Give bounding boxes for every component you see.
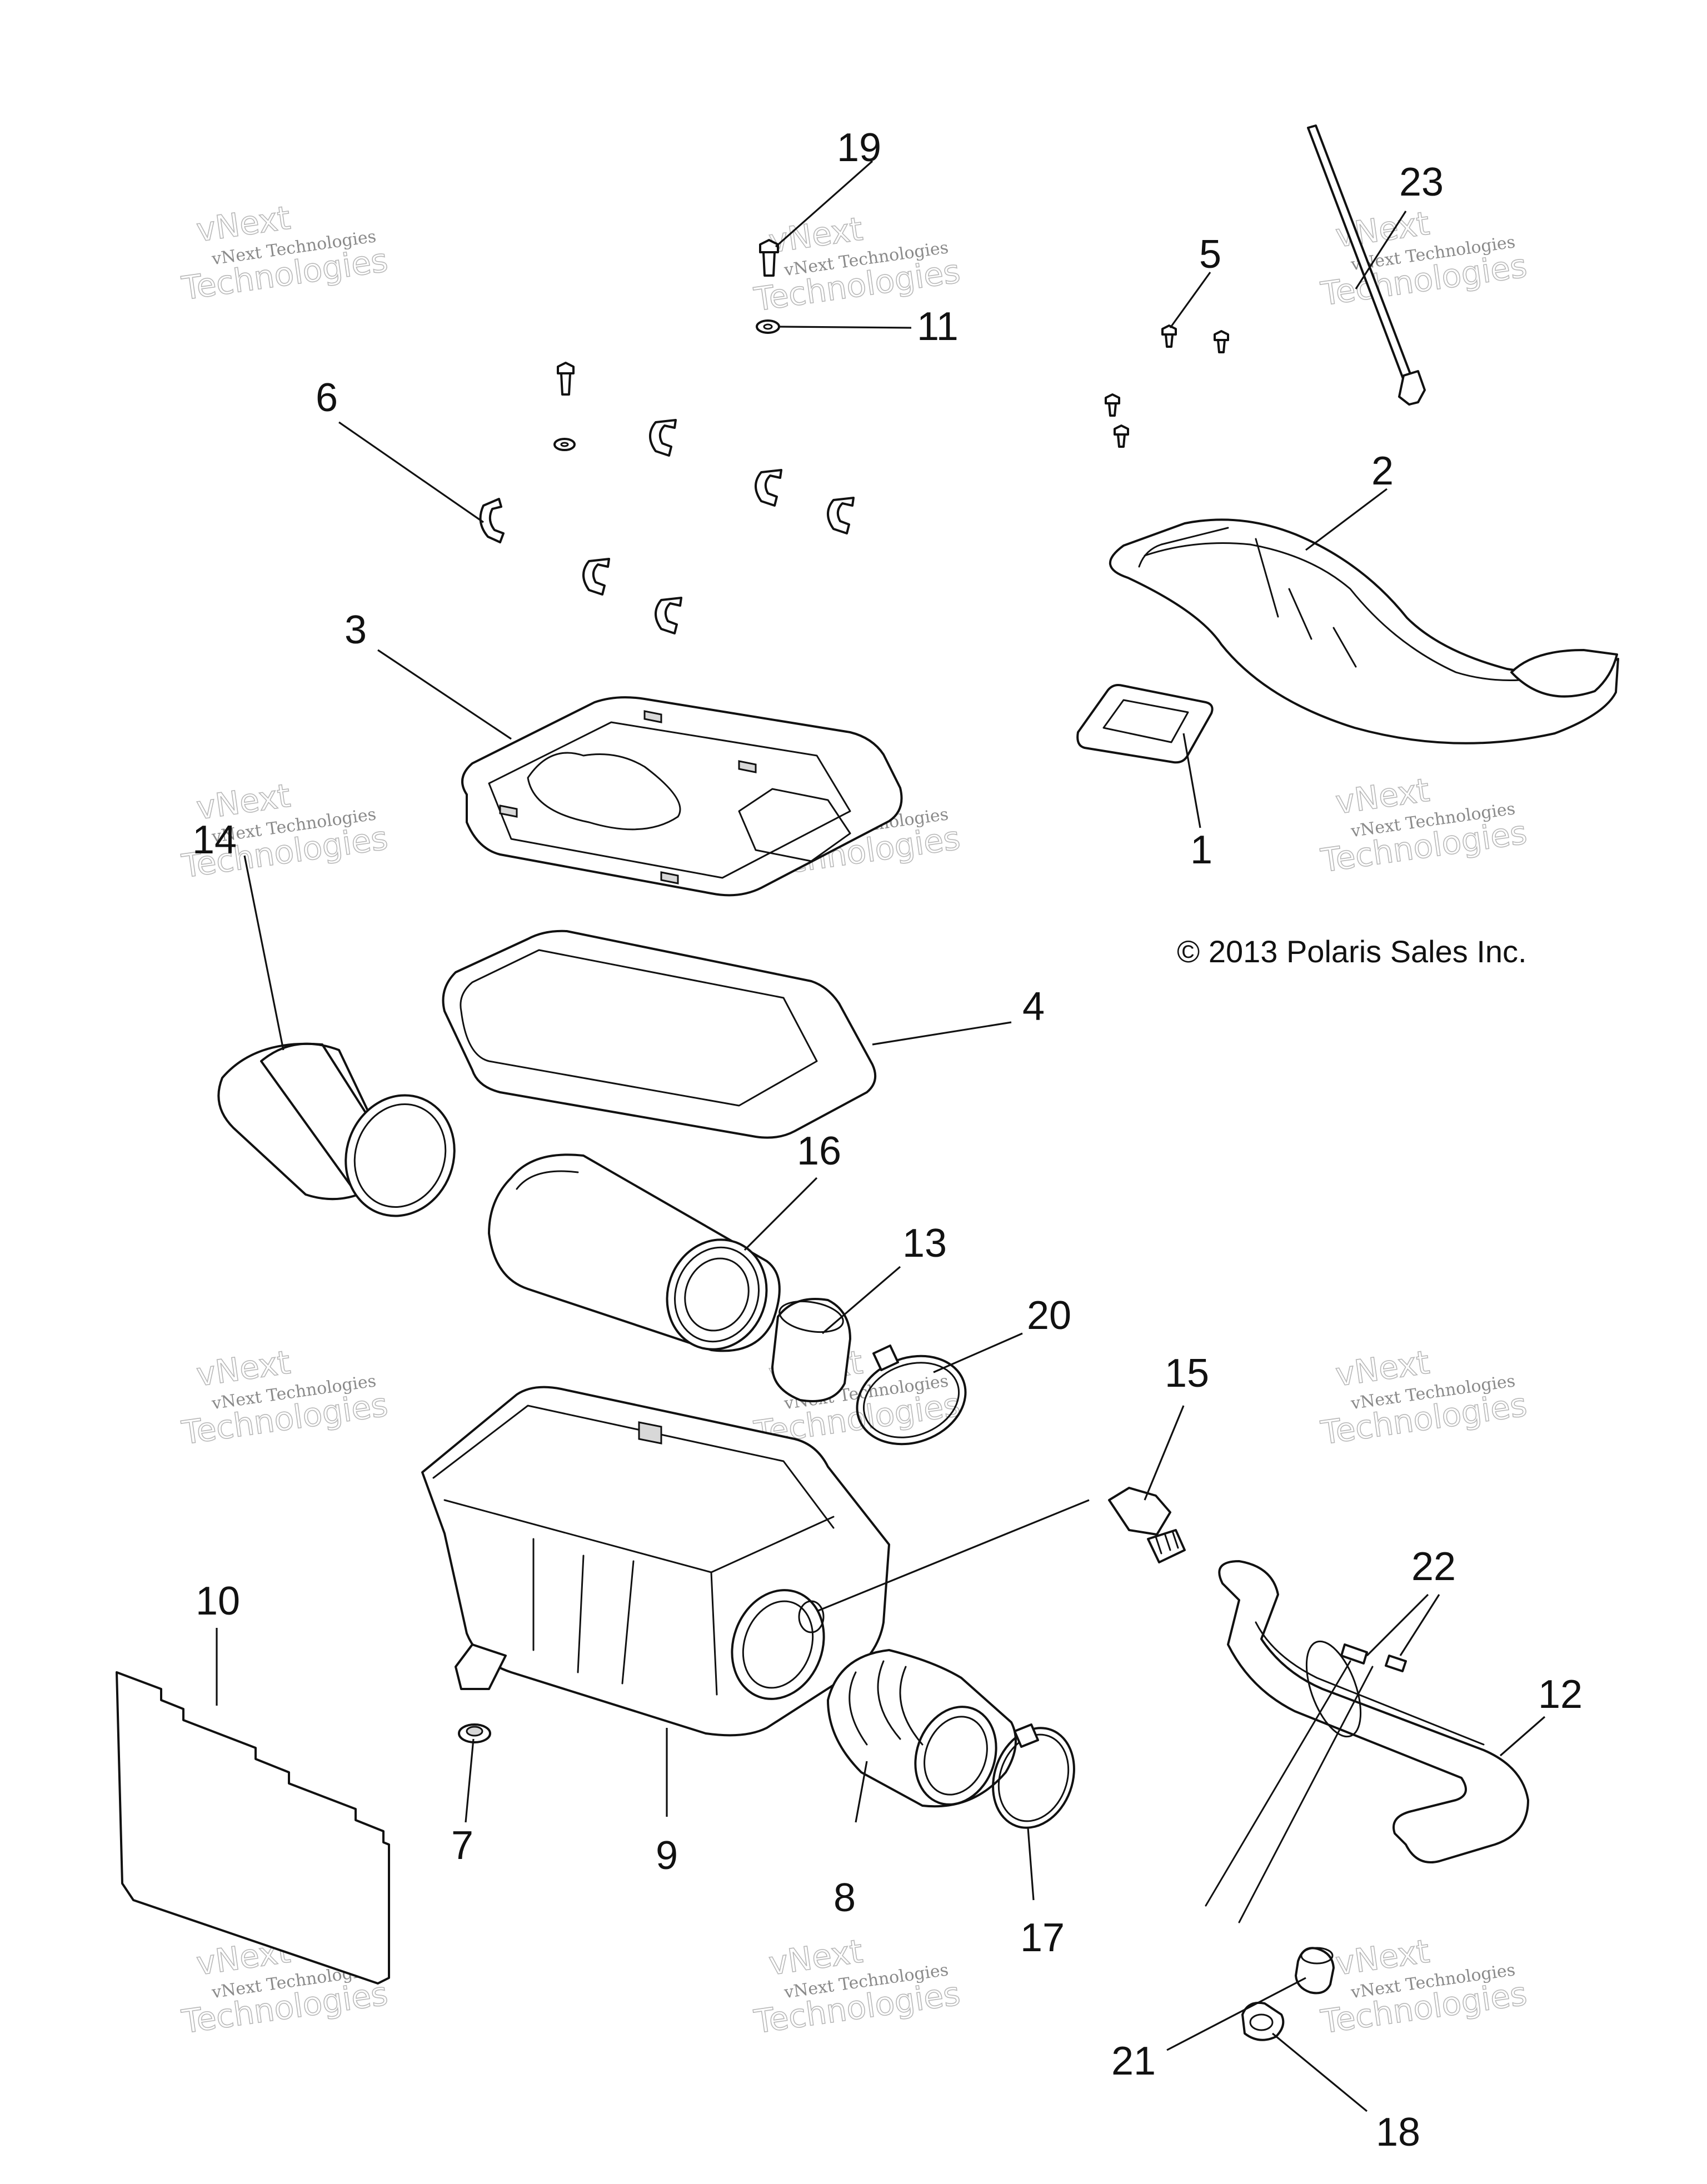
- part-18-clamp: [1241, 2002, 1285, 2041]
- callout-20: 20: [1027, 1293, 1071, 1338]
- callout-7: 7: [451, 1823, 473, 1868]
- callout-21: 21: [1111, 2039, 1156, 2083]
- callout-5: 5: [1199, 232, 1221, 277]
- part-8-boot: [827, 1649, 1017, 1808]
- callout-13: 13: [902, 1221, 947, 1266]
- part-17-clamp: [992, 1723, 1075, 1829]
- part-7-grommet: [458, 1723, 491, 1743]
- part-9-airbox-base: [421, 1386, 890, 1737]
- callout-15: 15: [1165, 1351, 1209, 1396]
- callout-2: 2: [1371, 449, 1394, 493]
- callout-19: 19: [837, 126, 881, 170]
- part-4-seal: [442, 929, 877, 1139]
- part-11-washer: [756, 319, 780, 334]
- part-21-sleeve: [1295, 1947, 1335, 1995]
- part-15-fitting: [1108, 1487, 1186, 1563]
- part-12-hose: [1218, 1560, 1529, 1863]
- part-5-screws: [1105, 324, 1229, 448]
- leader-lines: [216, 160, 1546, 2112]
- callout-12: 12: [1538, 1672, 1583, 1717]
- callout-23: 23: [1399, 160, 1444, 204]
- part-19-bolt: [759, 239, 779, 277]
- callout-9: 9: [656, 1833, 678, 1878]
- callout-1: 1: [1190, 828, 1212, 872]
- callout-3: 3: [345, 608, 367, 652]
- callout-17: 17: [1020, 1916, 1065, 1960]
- part-14-prefilter: [217, 1042, 456, 1217]
- callout-11: 11: [917, 304, 959, 349]
- callout-14: 14: [192, 818, 237, 862]
- part-6-clips: [479, 419, 855, 634]
- callout-4: 4: [1022, 984, 1045, 1029]
- part-13-coupler: [771, 1298, 851, 1402]
- part-23-rod: [1307, 124, 1426, 406]
- callout-6: 6: [316, 376, 338, 420]
- part-1-gasket: [1076, 684, 1214, 764]
- part-16-filter: [488, 1153, 781, 1352]
- callout-22: 22: [1411, 1545, 1456, 1589]
- part-10-panel: [116, 1671, 390, 1985]
- callout-8: 8: [833, 1876, 856, 1920]
- part-22-ties: [1205, 1643, 1407, 1923]
- part-20-clamp: [856, 1345, 967, 1446]
- callout-10: 10: [196, 1579, 240, 1623]
- callout-16: 16: [797, 1129, 841, 1173]
- part-3-airbox-cover: [461, 696, 903, 897]
- part-2-intake-duct: [1109, 518, 1619, 744]
- callout-18: 18: [1376, 2110, 1420, 2155]
- copyright-notice: © 2013 Polaris Sales Inc.: [1177, 934, 1527, 969]
- callouts: 19 11 23 5 6 2 3 1 14 4 16 13 20 15 22 1…: [192, 126, 1583, 2155]
- bolt-extra: [553, 362, 576, 451]
